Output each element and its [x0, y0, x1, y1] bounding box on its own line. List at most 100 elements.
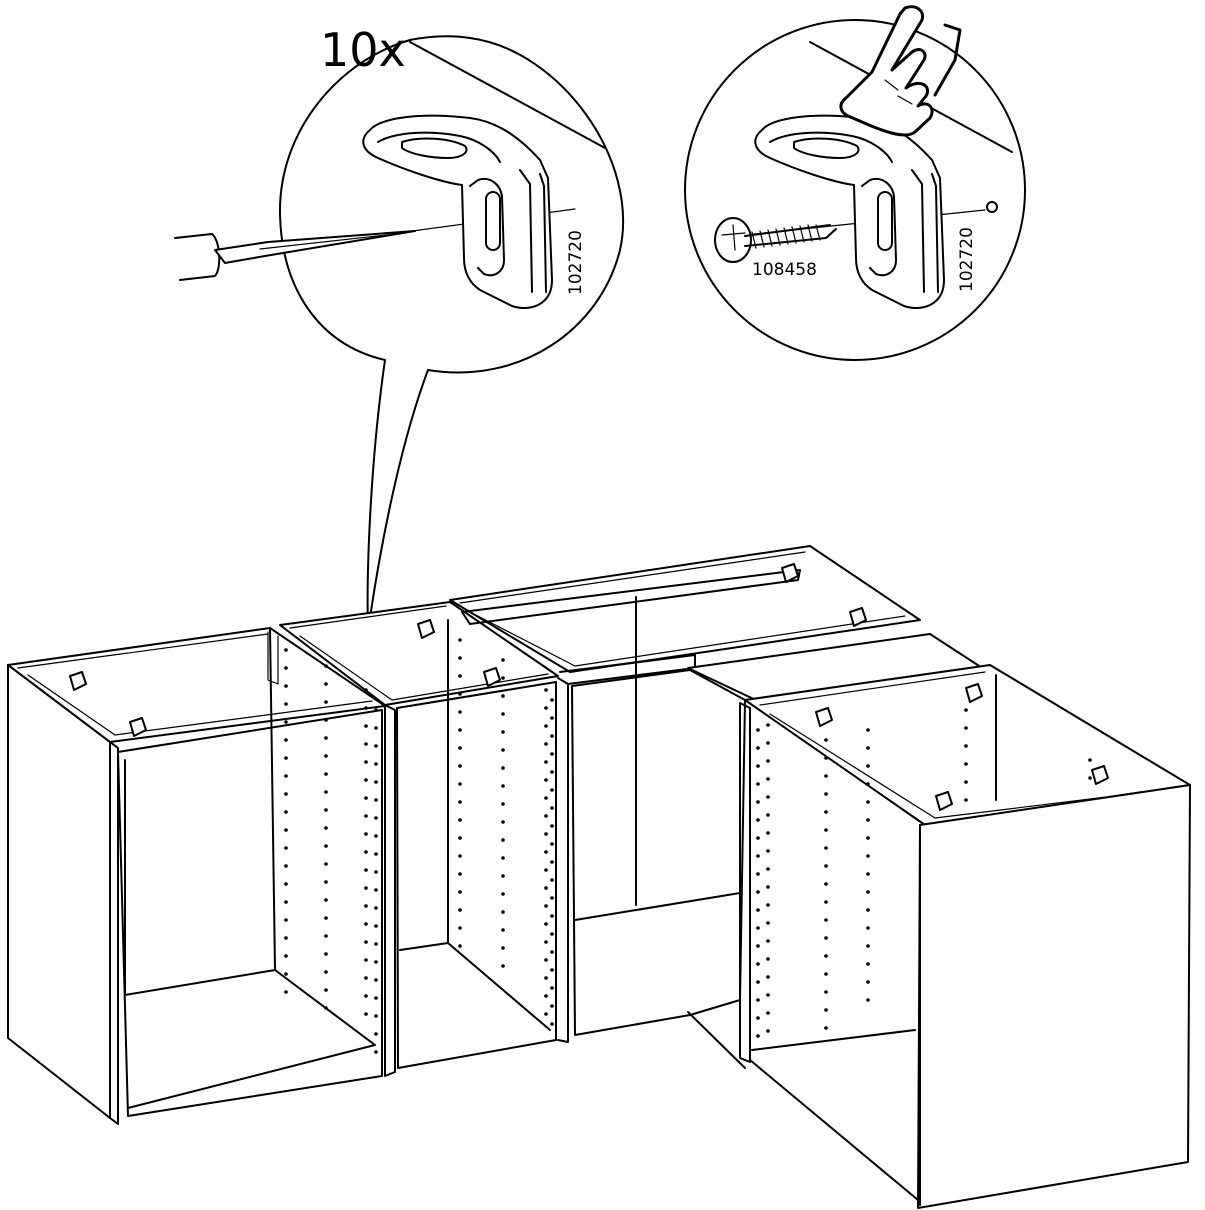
- peg-hole: [324, 844, 328, 848]
- peg-hole: [458, 728, 462, 732]
- peg-hole: [458, 836, 462, 840]
- peg-hole: [756, 836, 760, 840]
- peg-hole: [756, 926, 760, 930]
- peg-hole: [550, 1022, 554, 1026]
- peg-hole: [766, 885, 770, 889]
- peg-hole: [544, 724, 548, 728]
- peg-hole: [766, 849, 770, 853]
- peg-hole: [866, 836, 870, 840]
- peg-hole: [544, 976, 548, 980]
- peg-hole: [458, 764, 462, 768]
- peg-hole: [824, 972, 828, 976]
- peg-hole: [756, 962, 760, 966]
- bracket-part-number-right: 102720: [957, 227, 977, 292]
- installed-brackets: [69, 563, 1109, 811]
- peg-hole: [374, 1032, 378, 1036]
- peg-hole: [544, 922, 548, 926]
- peg-hole: [501, 946, 505, 950]
- peg-hole: [324, 898, 328, 902]
- peg-hole: [544, 778, 548, 782]
- peg-hole: [824, 864, 828, 868]
- peg-hole: [364, 1012, 368, 1016]
- peg-hole: [324, 826, 328, 830]
- peg-hole: [824, 756, 828, 760]
- peg-hole: [766, 903, 770, 907]
- peg-hole: [550, 950, 554, 954]
- corner-bracket-icon: [754, 114, 945, 310]
- peg-hole: [824, 810, 828, 814]
- peg-hole: [756, 944, 760, 948]
- peg-hole: [324, 754, 328, 758]
- peg-hole: [766, 957, 770, 961]
- peg-hole: [544, 886, 548, 890]
- peg-hole: [458, 782, 462, 786]
- peg-hole: [824, 900, 828, 904]
- peg-hole: [458, 890, 462, 894]
- peg-hole: [766, 939, 770, 943]
- peg-hole: [364, 904, 368, 908]
- peg-hole: [756, 998, 760, 1002]
- peg-hole: [501, 928, 505, 932]
- peg-hole: [374, 960, 378, 964]
- peg-hole: [501, 910, 505, 914]
- peg-hole: [284, 918, 288, 922]
- peg-hole: [458, 800, 462, 804]
- peg-hole: [284, 954, 288, 958]
- bracket-mark: [849, 607, 867, 627]
- peg-hole: [501, 784, 505, 788]
- peg-hole: [458, 674, 462, 678]
- peg-hole: [866, 854, 870, 858]
- peg-hole: [324, 934, 328, 938]
- peg-hole: [866, 890, 870, 894]
- peg-hole: [364, 832, 368, 836]
- peg-hole: [866, 746, 870, 750]
- bracket-mark: [1091, 765, 1109, 785]
- peg-hole: [756, 782, 760, 786]
- bracket-mark: [417, 619, 435, 639]
- peg-hole: [964, 744, 968, 748]
- peg-hole: [458, 908, 462, 912]
- peg-hole: [550, 896, 554, 900]
- peg-hole: [766, 831, 770, 835]
- peg-hole: [374, 726, 378, 730]
- peg-hole: [501, 964, 505, 968]
- peg-hole: [544, 796, 548, 800]
- peg-hole: [766, 921, 770, 925]
- peg-hole: [284, 810, 288, 814]
- peg-hole: [501, 892, 505, 896]
- peg-hole: [284, 972, 288, 976]
- peg-hole: [364, 760, 368, 764]
- peg-hole: [501, 838, 505, 842]
- peg-hole: [284, 738, 288, 742]
- peg-hole: [766, 777, 770, 781]
- bracket-mark: [483, 667, 501, 687]
- peg-hole: [501, 658, 505, 662]
- peg-hole: [374, 798, 378, 802]
- peg-hole: [824, 792, 828, 796]
- peg-hole: [501, 748, 505, 752]
- peg-hole: [824, 918, 828, 922]
- peg-hole: [756, 728, 760, 732]
- peg-hole: [374, 888, 378, 892]
- shelf-peg-holes: [284, 638, 1092, 1054]
- peg-hole: [544, 832, 548, 836]
- peg-hole: [756, 980, 760, 984]
- peg-hole: [550, 770, 554, 774]
- peg-hole: [284, 792, 288, 796]
- peg-hole: [756, 1016, 760, 1020]
- peg-hole: [364, 994, 368, 998]
- peg-hole: [766, 867, 770, 871]
- peg-hole: [756, 854, 760, 858]
- bracket-mark: [935, 791, 953, 811]
- peg-hole: [824, 738, 828, 742]
- bracket-mark: [69, 671, 87, 691]
- peg-hole: [550, 932, 554, 936]
- peg-hole: [544, 688, 548, 692]
- peg-hole: [964, 780, 968, 784]
- peg-hole: [284, 936, 288, 940]
- peg-hole: [766, 1011, 770, 1015]
- peg-hole: [374, 780, 378, 784]
- peg-hole: [766, 741, 770, 745]
- peg-hole: [766, 993, 770, 997]
- peg-hole: [324, 952, 328, 956]
